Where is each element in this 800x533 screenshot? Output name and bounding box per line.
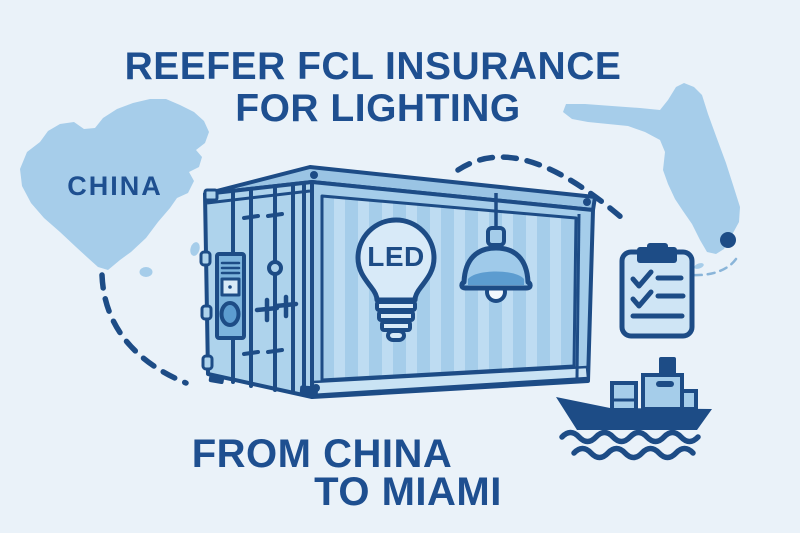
ship-deck-step — [680, 389, 698, 411]
lamp-mount — [486, 226, 506, 247]
china-shape — [20, 99, 209, 270]
led-label: LED — [367, 241, 425, 272]
bulb-glass — [355, 217, 437, 303]
miami-dot — [720, 232, 736, 248]
ship-cabin — [641, 373, 684, 411]
route-caption: FROM CHINA TO MIAMI — [192, 432, 502, 514]
route-line-2: TO MIAMI — [314, 470, 502, 514]
container-end-frame — [575, 213, 581, 379]
door-locking-bars — [231, 183, 299, 394]
lamp-shade-inner — [468, 271, 524, 285]
route-dash-miami — [690, 257, 738, 277]
route-line-1: FROM CHINA — [192, 432, 453, 476]
clipboard-checklist — [630, 269, 686, 319]
page-title: REEFER FCL INSURANCE FOR LIGHTING — [125, 45, 622, 130]
bulb-base — [375, 300, 417, 342]
title-line-1: REEFER FCL INSURANCE — [125, 45, 622, 88]
clipboard-clip — [637, 247, 677, 263]
locking-bar-cam — [267, 260, 283, 276]
corner-castings — [208, 171, 591, 396]
checkmark-2 — [630, 289, 654, 309]
panel-display-dot — [228, 285, 232, 289]
door-hinges — [199, 250, 214, 371]
ship-cargo-box — [610, 381, 638, 412]
container-side-frame — [320, 194, 578, 382]
pendant-lamp-icon — [459, 193, 533, 303]
china-map-icon: CHINA — [20, 99, 209, 277]
reefer-control-panel — [215, 252, 246, 340]
florida-map-icon — [563, 83, 740, 269]
taiwan-island — [190, 242, 200, 256]
florida-shape — [563, 83, 740, 254]
top-corner-casting — [203, 188, 219, 202]
cargo-ship-icon — [556, 357, 712, 461]
ship-cabin-window — [656, 381, 674, 387]
checkmark-1 — [630, 269, 654, 289]
led-bulb-icon: LED — [355, 217, 437, 342]
title-line-2: FOR LIGHTING — [235, 87, 520, 130]
wave-line-2 — [571, 445, 696, 461]
ship-hull — [556, 397, 712, 430]
checklist-clipboard-icon — [619, 243, 695, 339]
china-label: CHINA — [67, 171, 163, 201]
reefer-container-icon: LED — [199, 165, 597, 399]
panel-vents — [220, 261, 241, 275]
wave-line-1 — [559, 429, 701, 445]
panel-gauge — [219, 301, 241, 327]
hainan-island — [139, 267, 153, 277]
florida-keys-island — [694, 263, 704, 269]
route-dash-left — [99, 272, 189, 386]
